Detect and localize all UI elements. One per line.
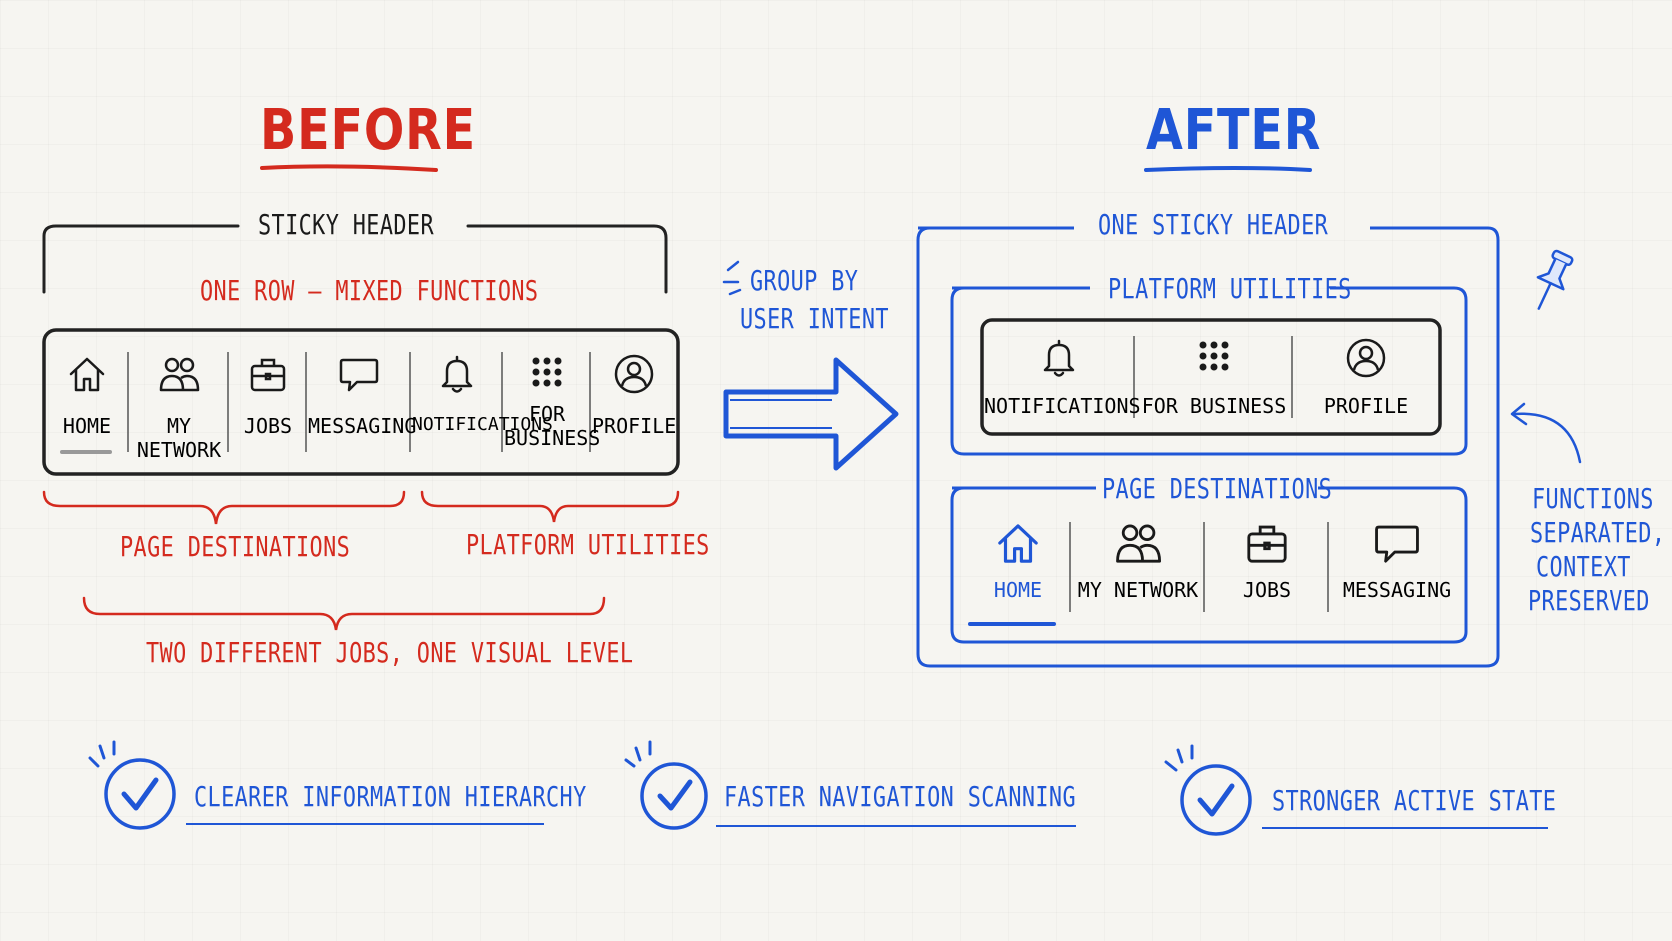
home-icon [46, 352, 128, 396]
row-note: ONE ROW — MIXED FUNCTIONS [200, 274, 539, 307]
briefcase-icon [230, 352, 306, 396]
bell-icon [984, 336, 1134, 380]
nav-label: NOTIFICATIONS [984, 394, 1141, 418]
briefcase-icon [1206, 518, 1328, 568]
nav-label: MY NETWORK [136, 414, 222, 462]
nav-label: FOR BUSINESS [1141, 394, 1287, 418]
side-note-line2: SEPARATED, [1530, 516, 1666, 549]
before-nav-item-notifications[interactable]: NOTIFICATIONS [412, 352, 553, 435]
side-note-line4: PRESERVED [1528, 584, 1650, 617]
benefit-label: STRONGER ACTIVE STATE [1272, 784, 1557, 817]
after-nav-item-notifications[interactable]: NOTIFICATIONS [984, 336, 1141, 418]
home-icon [968, 518, 1068, 568]
after-header-label: ONE STICKY HEADER [1098, 208, 1329, 241]
profile-icon [1294, 336, 1438, 380]
before-nav-item-profile[interactable]: PROFILE [592, 352, 676, 438]
before-title: BEFORE [260, 98, 477, 163]
people-icon [130, 352, 228, 396]
before-nav-item-jobs[interactable]: JOBS [230, 352, 306, 438]
sticky-header-label: STICKY HEADER [258, 208, 435, 241]
after-title: AFTER [1146, 98, 1322, 163]
benefit-label: FASTER NAVIGATION SCANNING [724, 780, 1077, 813]
before-nav-item-my-network[interactable]: MY NETWORK [130, 352, 228, 462]
check-circle-icon [1160, 740, 1260, 844]
grid-dots-icon [1136, 336, 1292, 380]
pushpin-icon [1524, 246, 1584, 330]
destinations-group-title: PAGE DESTINATIONS [1102, 472, 1333, 505]
bell-icon [412, 352, 502, 396]
chat-bubble-icon [1330, 518, 1464, 568]
nav-label: NOTIFICATIONS [412, 414, 553, 435]
nav-label-line2: BUSINESS [504, 426, 601, 450]
check-circle-icon [616, 736, 716, 840]
side-note-line1: FUNCTIONS [1532, 482, 1654, 515]
nav-label: JOBS [1242, 578, 1292, 602]
check-circle-icon [84, 736, 184, 840]
nav-label: JOBS [243, 414, 293, 438]
group-label-platform-utilities: PLATFORM UTILITIES [466, 528, 710, 561]
arrow-note-line1: GROUP BY [750, 264, 859, 297]
nav-label: FOR [528, 402, 566, 426]
after-nav-item-profile[interactable]: PROFILE [1294, 336, 1438, 418]
chat-bubble-icon [308, 352, 410, 396]
before-nav-item-messaging[interactable]: MESSAGING [308, 352, 417, 438]
side-note-line3: CONTEXT [1536, 550, 1631, 583]
before-nav-item-home[interactable]: HOME [46, 352, 128, 438]
nav-label: PROFILE [1323, 394, 1409, 418]
nav-label: MESSAGING [1342, 578, 1452, 602]
nav-label: HOME [62, 414, 112, 438]
people-icon [1072, 518, 1204, 568]
after-nav-item-home[interactable]: HOME [968, 518, 1068, 602]
arrow-note-line2: USER INTENT [740, 302, 889, 335]
before-summary: TWO DIFFERENT JOBS, ONE VISUAL LEVEL [146, 636, 634, 669]
after-nav-item-messaging[interactable]: MESSAGING [1330, 518, 1464, 602]
after-nav-item-jobs[interactable]: JOBS [1206, 518, 1328, 602]
nav-label: MY NETWORK [1077, 578, 1199, 602]
nav-label: HOME [993, 578, 1043, 602]
after-nav-item-for-business[interactable]: FOR BUSINESS [1136, 336, 1292, 418]
nav-label: MESSAGING [308, 414, 417, 438]
profile-icon [592, 352, 676, 396]
nav-label: PROFILE [592, 414, 677, 438]
after-nav-item-my-network[interactable]: MY NETWORK [1072, 518, 1204, 602]
group-label-page-destinations: PAGE DESTINATIONS [120, 530, 351, 563]
utilities-group-title: PLATFORM UTILITIES [1108, 272, 1352, 305]
grid-dots-icon [504, 352, 590, 396]
benefit-label: CLEARER INFORMATION HIERARCHY [194, 780, 587, 813]
